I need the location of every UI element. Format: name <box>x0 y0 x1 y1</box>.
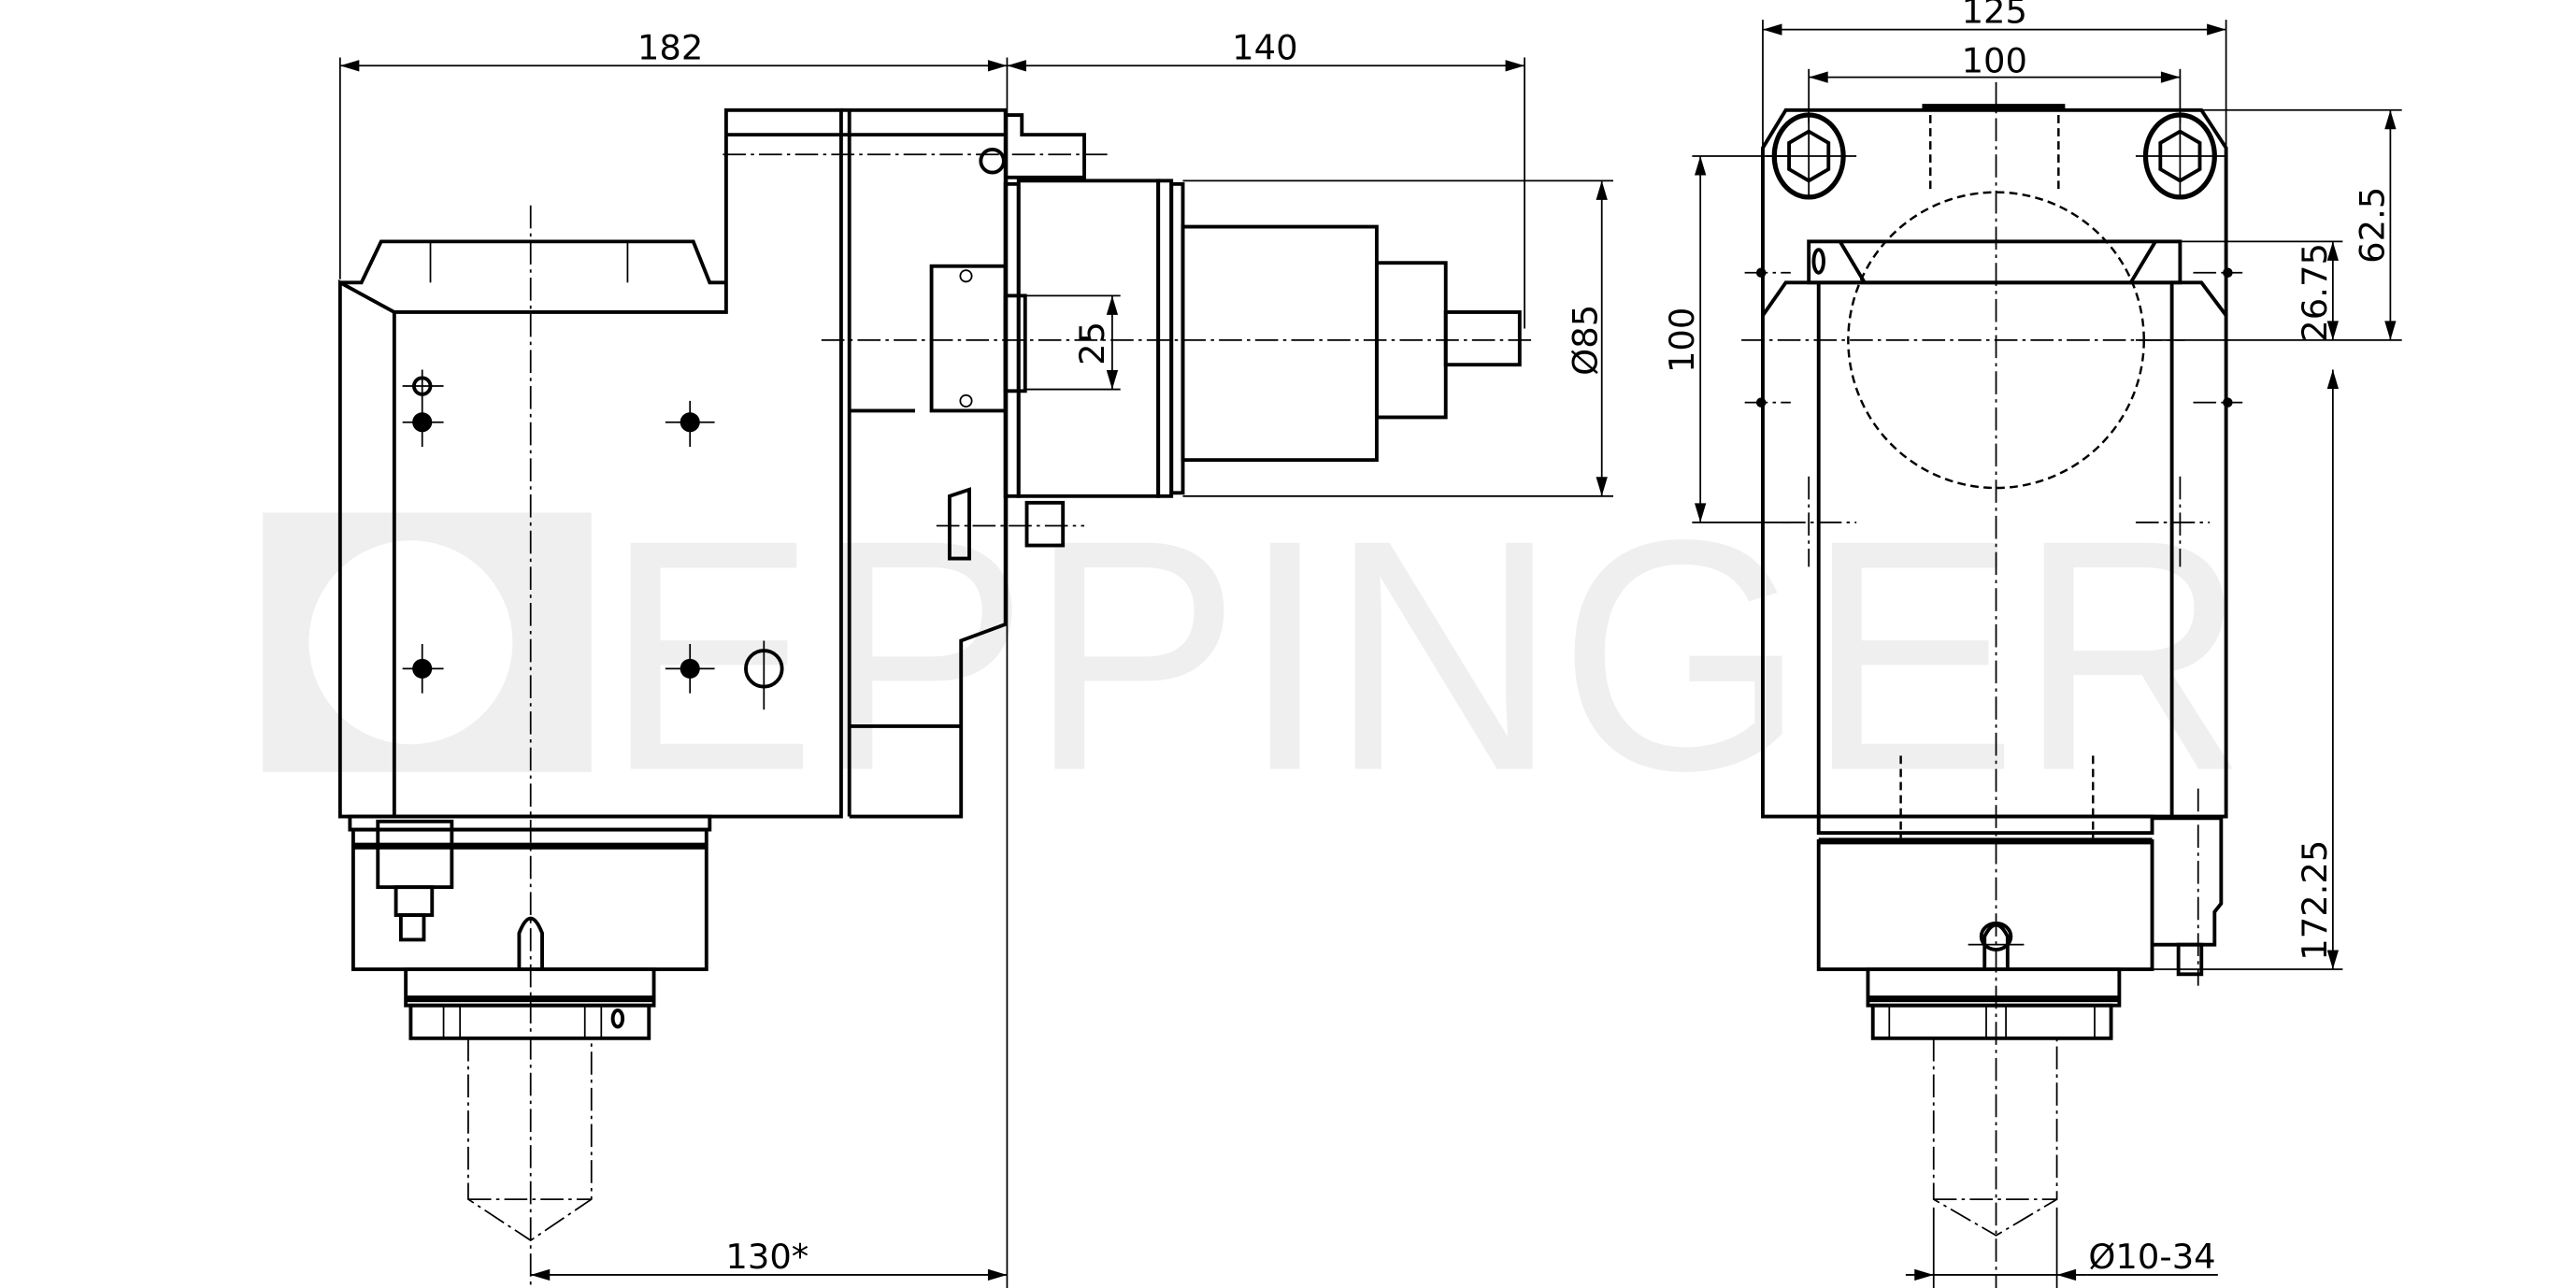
dim-125: 125 <box>1962 0 2027 32</box>
dim-130: 130* <box>725 1237 809 1277</box>
dim-62-5: 62.5 <box>2352 187 2392 264</box>
dim-25: 25 <box>1072 322 1112 365</box>
dim-182: 182 <box>637 27 703 67</box>
dim-26-75: 26.75 <box>2295 243 2335 342</box>
side-view: 182 140 Ø85 25 130* <box>337 27 1614 1288</box>
dim-100-horizontal: 100 <box>1962 40 2027 80</box>
dim-tool-diameter: Ø10-34 <box>2088 1237 2215 1277</box>
watermark-text: EPPINGER <box>605 473 2248 839</box>
eppinger-watermark: EPPINGER <box>263 473 2247 839</box>
dim-140: 140 <box>1232 27 1297 67</box>
front-view: 125 100 100 62.5 26.75 172.25 Ø10-34 <box>1662 0 2402 1288</box>
dim-172-25: 172.25 <box>2295 840 2335 961</box>
dim-diameter-85: Ø85 <box>1565 305 1605 376</box>
dim-100-vertical: 100 <box>1662 308 1702 373</box>
